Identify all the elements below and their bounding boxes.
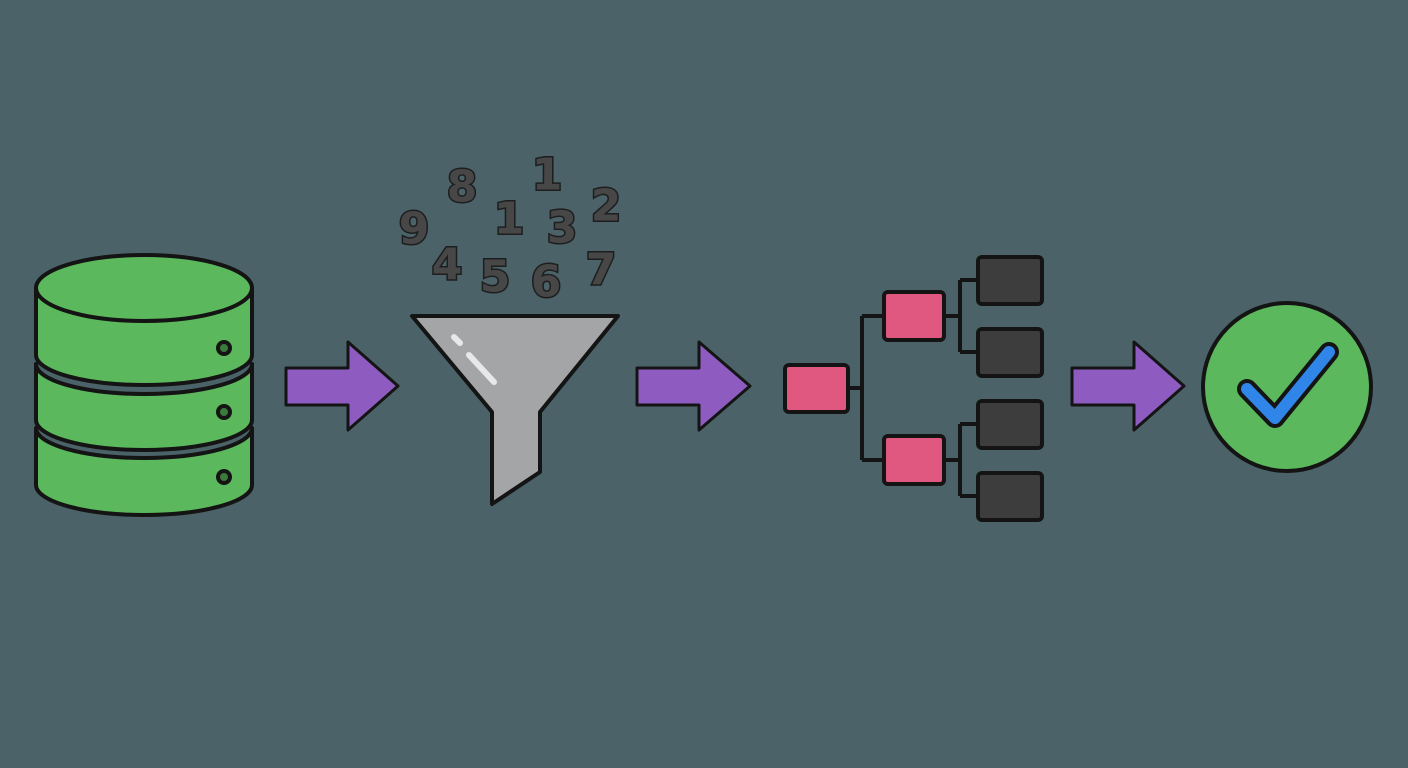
database-disk-bottom [34,426,254,517]
tree-connectors [848,278,978,498]
funnel-number: 4 [432,240,463,291]
checkmark-icon [1201,301,1373,473]
checkmark-stroke [1241,346,1335,424]
database-lid [34,253,254,323]
funnel-number: 7 [586,245,617,296]
checkmark-circle [1201,301,1373,473]
tree-leaf-node [976,399,1044,450]
database-led [216,404,232,420]
database-led [216,340,232,356]
funnel-highlight [451,334,463,346]
tree-leaf-node [976,327,1044,378]
funnel-number: 6 [531,257,562,308]
database-led [216,469,232,485]
funnel-number: 1 [494,194,525,245]
funnel-number: 8 [447,162,478,213]
tree-leaf-node [976,471,1044,522]
funnel-highlight [466,352,497,385]
funnel-number: 3 [547,203,578,254]
arrow-right-icon [284,340,400,432]
database-icon [34,253,254,517]
tree-branch-node [882,290,946,342]
funnel-numbers: 8 1 2 9 1 3 4 5 6 7 [397,148,623,309]
funnel-number: 1 [532,150,563,201]
hierarchy-icon [783,255,1044,522]
database-disk-middle [34,362,254,452]
arrow-right-icon [635,340,752,432]
funnel-number: 5 [480,252,511,303]
funnel-icon [410,314,620,506]
tree-leaf-node [976,255,1044,306]
funnel-number: 9 [399,204,430,255]
tree-root-node [783,363,850,414]
arrow-right-icon [1070,340,1186,432]
tree-branch-node [882,434,946,486]
funnel-number: 2 [591,181,622,232]
